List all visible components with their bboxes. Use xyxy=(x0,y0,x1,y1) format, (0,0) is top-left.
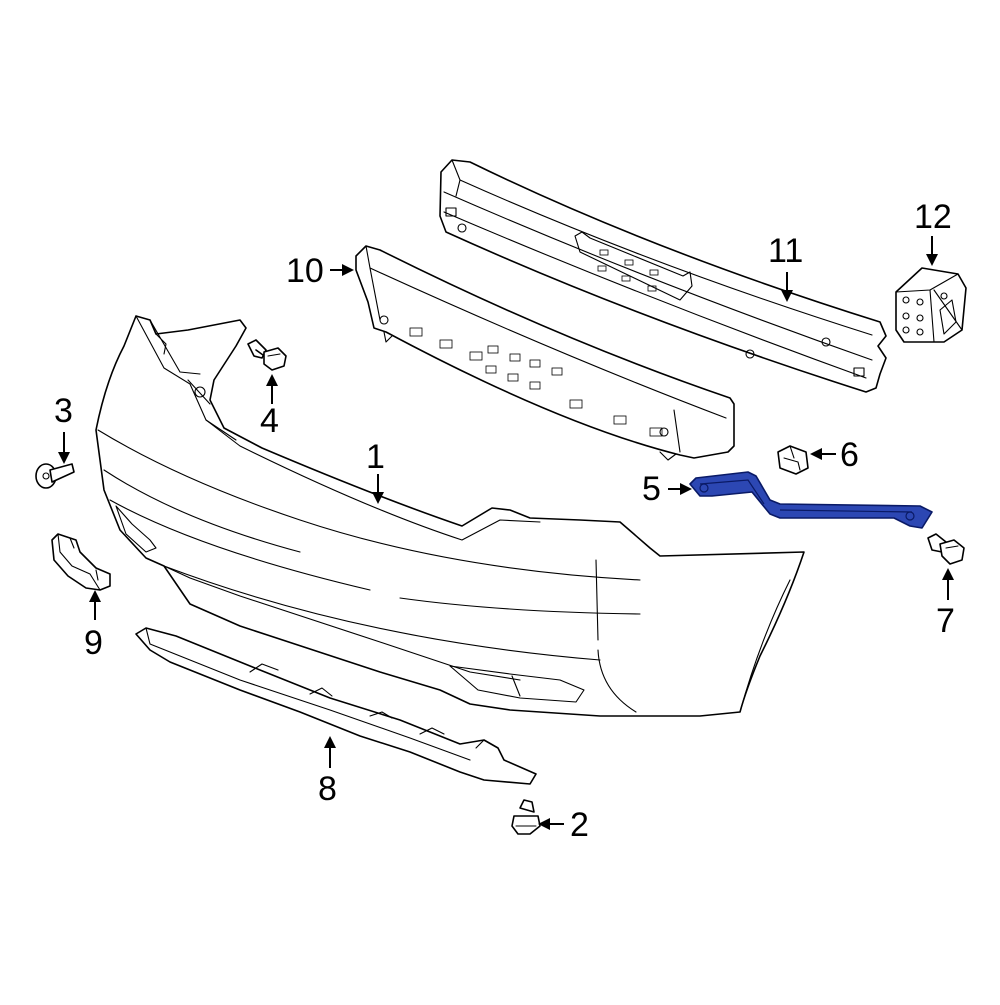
retainer-nut[interactable] xyxy=(777,445,809,475)
side-support-bracket[interactable] xyxy=(689,471,933,529)
callout-9: 9 xyxy=(84,624,103,662)
callout-8: 8 xyxy=(318,770,337,808)
callout-7: 7 xyxy=(936,602,955,640)
leader-lines xyxy=(58,236,954,830)
energy-absorber[interactable] xyxy=(355,245,735,461)
mount-bracket[interactable] xyxy=(895,267,967,343)
callout-11: 11 xyxy=(768,232,803,270)
side-spacer[interactable] xyxy=(51,533,111,591)
callout-10: 10 xyxy=(286,252,324,290)
callout-3: 3 xyxy=(54,392,73,430)
callout-1: 1 xyxy=(366,438,385,476)
callout-4: 4 xyxy=(260,402,279,440)
callout-5: 5 xyxy=(642,470,661,508)
bumper-cover[interactable] xyxy=(95,315,805,717)
reinforcement-beam[interactable] xyxy=(439,159,887,393)
callout-labels: 1 2 3 4 5 6 7 8 9 10 11 12 xyxy=(54,198,955,844)
callout-2: 2 xyxy=(570,806,589,844)
screw[interactable] xyxy=(35,463,75,489)
callout-6: 6 xyxy=(840,436,859,474)
bolt[interactable] xyxy=(247,339,287,371)
callout-12: 12 xyxy=(914,198,952,236)
bolt-7[interactable] xyxy=(927,533,965,565)
lower-valance[interactable] xyxy=(135,627,537,785)
push-clip[interactable] xyxy=(511,799,541,835)
